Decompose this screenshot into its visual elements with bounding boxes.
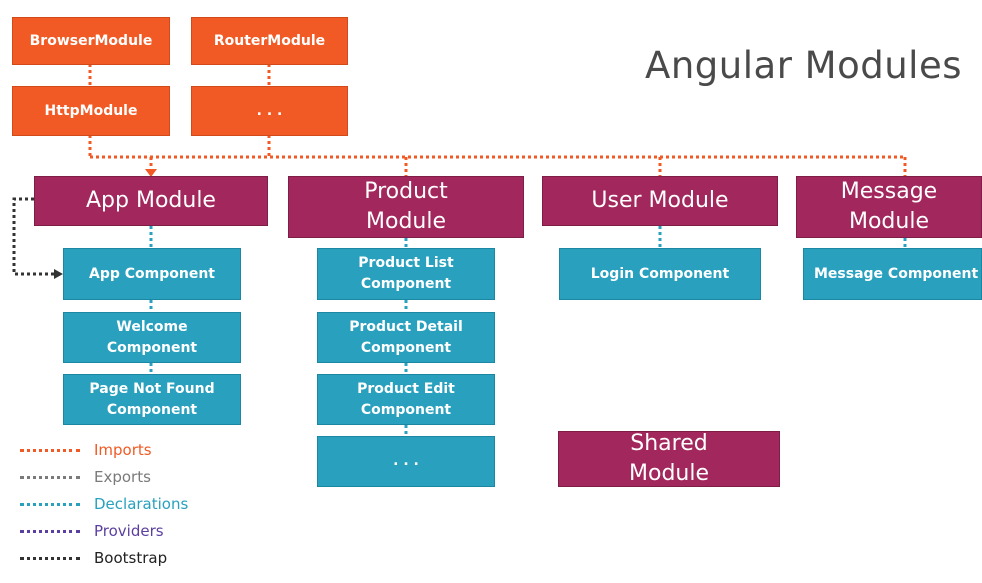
browser-module-box: BrowserModule bbox=[12, 17, 170, 65]
product-detail-component-label: Product Detail Component bbox=[349, 318, 463, 356]
login-component-box: Login Component bbox=[559, 248, 761, 300]
browser-module-label: BrowserModule bbox=[29, 33, 153, 49]
app-module-label: App Module bbox=[86, 188, 216, 214]
message-module-label: Message Module bbox=[840, 179, 938, 234]
router-module-label: RouterModule bbox=[213, 33, 326, 49]
bootstrap-arrowhead bbox=[54, 269, 63, 279]
product-edit-component-label: Product Edit Component bbox=[357, 380, 455, 418]
legend-exports: Exports bbox=[20, 468, 151, 486]
product-ellipsis-component-label: . . . bbox=[393, 453, 419, 469]
legend-exports-label: Exports bbox=[94, 468, 151, 486]
legend-exports-line bbox=[20, 475, 80, 479]
app-module-box: App Module bbox=[34, 176, 268, 226]
ellipsis-module-box: . . . bbox=[191, 86, 348, 136]
welcome-component-box: Welcome Component bbox=[63, 312, 241, 363]
user-module-box: User Module bbox=[542, 176, 778, 226]
product-list-component-box: Product List Component bbox=[317, 248, 495, 300]
legend-bootstrap-label: Bootstrap bbox=[94, 549, 168, 567]
product-ellipsis-component-box: . . . bbox=[317, 436, 495, 487]
http-module-box: HttpModule bbox=[12, 86, 170, 136]
legend-declarations-label: Declarations bbox=[94, 495, 189, 513]
legend-imports: Imports bbox=[20, 441, 152, 459]
shared-module-box: Shared Module bbox=[558, 431, 780, 487]
router-module-box: RouterModule bbox=[191, 17, 348, 65]
page-not-found-component-label: Page Not Found Component bbox=[89, 380, 215, 418]
message-component-label: Message Component bbox=[814, 265, 979, 282]
legend-imports-line bbox=[20, 448, 80, 452]
product-list-component-label: Product List Component bbox=[358, 255, 454, 292]
user-module-label: User Module bbox=[591, 188, 729, 214]
legend-imports-label: Imports bbox=[94, 441, 152, 459]
legend-declarations-line bbox=[20, 502, 80, 506]
product-edit-component-box: Product Edit Component bbox=[317, 374, 495, 425]
import-arrowhead bbox=[145, 169, 157, 177]
diagram-title: Angular Modules bbox=[645, 44, 962, 87]
legend-providers: Providers bbox=[20, 522, 164, 540]
http-module-label: HttpModule bbox=[44, 103, 138, 119]
product-module-box: Product Module bbox=[288, 176, 524, 238]
app-component-label: App Component bbox=[89, 265, 215, 282]
legend-declarations: Declarations bbox=[20, 495, 188, 513]
login-component-label: Login Component bbox=[590, 265, 730, 282]
ellipsis-module-label: . . . bbox=[256, 103, 283, 119]
shared-module-label: Shared Module bbox=[629, 431, 709, 486]
welcome-component-label: Welcome Component bbox=[106, 318, 198, 356]
legend-providers-label: Providers bbox=[94, 522, 164, 540]
page-not-found-component-box: Page Not Found Component bbox=[63, 374, 241, 425]
app-component-box: App Component bbox=[63, 248, 241, 300]
legend-bootstrap-line bbox=[20, 556, 80, 560]
bootstrap-line bbox=[12, 197, 54, 276]
product-module-label: Product Module bbox=[364, 179, 448, 234]
message-component-box: Message Component bbox=[803, 248, 982, 300]
product-detail-component-box: Product Detail Component bbox=[317, 312, 495, 363]
legend-providers-line bbox=[20, 529, 80, 533]
legend-bootstrap: Bootstrap bbox=[20, 549, 167, 567]
message-module-box: Message Module bbox=[796, 176, 982, 238]
